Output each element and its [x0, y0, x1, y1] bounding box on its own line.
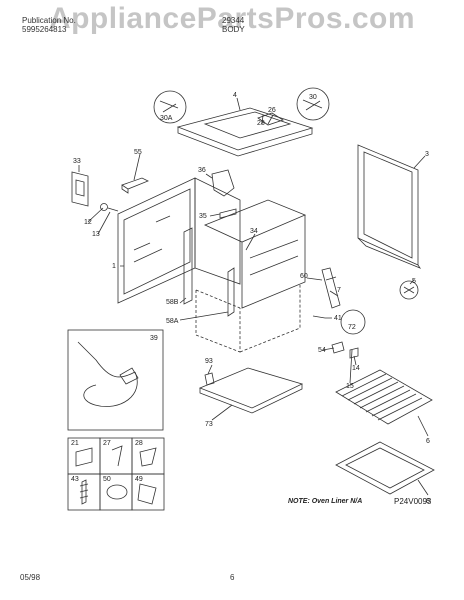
section-title: BODY	[222, 25, 245, 34]
callout-73: 73	[205, 421, 213, 428]
callout-15: 15	[346, 383, 354, 390]
callout-58a: 58A	[166, 318, 179, 325]
oven-body	[194, 177, 307, 353]
callout-8: 8	[426, 498, 430, 505]
oven-rack	[335, 369, 433, 425]
callout-5: 5	[412, 278, 416, 285]
callout-6: 6	[426, 438, 430, 445]
publication-label: Publication No.	[22, 16, 76, 25]
part-55	[121, 177, 149, 194]
footer-date: 05/98	[20, 573, 41, 582]
part-72	[340, 309, 366, 335]
callout-30a: 30A	[160, 115, 173, 122]
floor-plate	[198, 367, 304, 409]
part-60	[321, 267, 341, 309]
callout-58b: 58B	[166, 299, 179, 306]
top-panel	[176, 107, 314, 157]
callout-49: 49	[135, 476, 143, 483]
callout-28-top: 28	[257, 120, 265, 127]
callout-7: 7	[337, 287, 341, 294]
callout-60: 60	[300, 273, 308, 280]
publication-number: 5995264813	[22, 25, 67, 34]
callout-21: 21	[71, 440, 79, 447]
watermark: AppliancePartsPros.com	[48, 2, 416, 35]
callout-26: 26	[268, 107, 276, 114]
callout-72: 72	[348, 324, 356, 331]
callout-4: 4	[233, 92, 237, 99]
detail-box-39	[67, 329, 164, 431]
callout-54: 54	[318, 347, 326, 354]
bottom-panel	[335, 441, 435, 495]
callout-36: 36	[198, 167, 206, 174]
callout-14: 14	[352, 365, 360, 372]
callout-28: 28	[135, 440, 143, 447]
callout-55: 55	[134, 149, 142, 156]
drawing-code: P24V0093	[394, 497, 432, 506]
part-33	[71, 171, 89, 207]
callout-13: 13	[92, 231, 100, 238]
side-panel	[117, 177, 196, 304]
callout-43: 43	[71, 476, 79, 483]
detail-circle-30a	[153, 90, 187, 124]
oven-liner-note: NOTE: Oven Liner N/A	[288, 498, 363, 505]
model-number: 29344	[222, 16, 245, 25]
callout-35: 35	[199, 213, 207, 220]
callout-30: 30	[309, 94, 317, 101]
callout-3: 3	[425, 151, 429, 158]
small-parts-grid	[67, 437, 165, 511]
callout-41: 41	[334, 315, 342, 322]
callout-39: 39	[150, 335, 158, 342]
callout-27: 27	[103, 440, 111, 447]
detail-circle-30	[296, 87, 330, 121]
footer-page-number: 6	[230, 573, 235, 582]
callout-34: 34	[250, 228, 258, 235]
door-frame	[357, 144, 422, 269]
callout-50: 50	[103, 476, 111, 483]
callout-1: 1	[112, 263, 116, 270]
callout-12: 12	[84, 219, 92, 226]
callout-93: 93	[205, 358, 213, 365]
callout-33: 33	[73, 158, 81, 165]
